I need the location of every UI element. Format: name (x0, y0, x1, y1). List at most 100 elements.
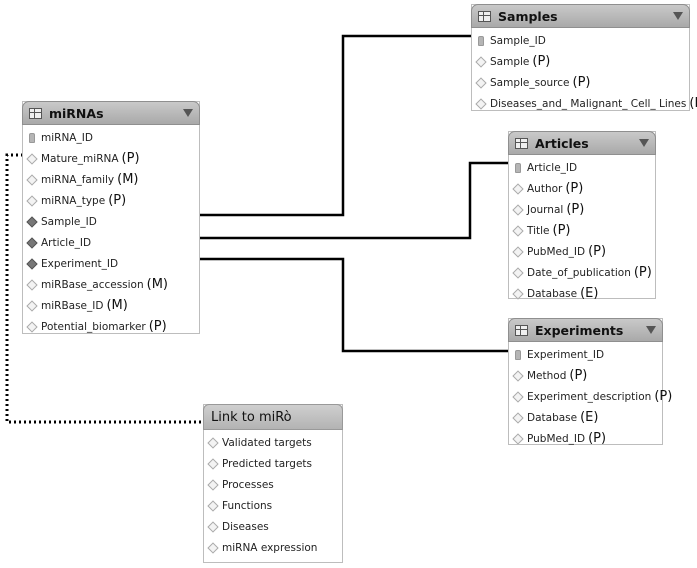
field-row[interactable]: Date_of_publication(P) (509, 262, 655, 283)
table-icon (478, 10, 491, 22)
field-tag: (M) (117, 172, 139, 187)
field-name: Processes (222, 478, 274, 491)
collapse-triangle-icon[interactable] (639, 139, 649, 147)
column-icon (475, 97, 487, 110)
field-tag: (P) (654, 389, 673, 404)
column-icon (26, 320, 38, 333)
column-icon (207, 436, 219, 449)
field-row[interactable]: Article_ID (23, 232, 199, 253)
column-icon (512, 203, 524, 216)
field-name: Article_ID (41, 236, 92, 249)
field-tag: (P) (148, 319, 167, 334)
field-tag: (P) (532, 54, 551, 69)
field-name: Article_ID (527, 161, 578, 174)
field-row[interactable]: Functions (204, 495, 342, 516)
collapse-triangle-icon[interactable] (646, 326, 656, 334)
field-row[interactable]: Method(P) (509, 365, 662, 386)
field-row[interactable]: miRNA_type(P) (23, 190, 199, 211)
column-icon (475, 76, 487, 89)
column-icon (207, 478, 219, 491)
field-row[interactable]: Database(E) (509, 407, 662, 428)
field-row[interactable]: Sample_source(P) (472, 72, 689, 93)
field-name: Sample_ID (490, 34, 546, 47)
field-row[interactable]: PubMed_ID(P) (509, 428, 662, 449)
field-name: Experiment_ID (41, 257, 119, 270)
field-row[interactable]: miRBase_ID(M) (23, 295, 199, 316)
collapse-triangle-icon[interactable] (183, 109, 193, 117)
foreign-key-icon (26, 257, 38, 270)
field-name: Diseases (222, 520, 269, 533)
collapse-triangle-icon[interactable] (673, 12, 683, 20)
entity-title: Link to miRò (203, 404, 343, 430)
entity-title: Articles (535, 135, 589, 151)
field-name: Experiment_ID (527, 348, 605, 361)
column-icon (26, 278, 38, 291)
field-row[interactable]: Sample_ID (23, 211, 199, 232)
field-name: miRBase_accession (41, 278, 144, 291)
field-row[interactable]: Experiment_description(P) (509, 386, 672, 407)
field-row[interactable]: miRBase_accession(M) (23, 274, 199, 295)
entity-title: miRNAs (49, 105, 104, 121)
field-row[interactable]: miRNA expression (204, 537, 342, 558)
column-icon (475, 55, 487, 68)
field-row[interactable]: Predicted targets (204, 453, 342, 474)
field-tag: (M) (146, 277, 169, 292)
field-name: Author (527, 182, 563, 195)
entity-experiments[interactable]: Experiments Experiment_ID Method(P)Experi… (508, 318, 672, 446)
field-row[interactable]: Sample(P) (472, 51, 689, 72)
field-row[interactable]: miRNA_ID (23, 127, 199, 148)
foreign-key-icon (26, 236, 38, 249)
column-icon (512, 266, 524, 279)
field-tag: (P) (569, 368, 588, 383)
field-row[interactable]: miRNA_family(M) (23, 169, 199, 190)
field-list: Experiment_ID Method(P)Experiment_descrip… (509, 342, 672, 449)
entity-header[interactable]: Samples (471, 4, 690, 28)
field-name: Sample_ID (41, 215, 97, 228)
field-row[interactable]: PubMed_ID(P) (509, 241, 655, 262)
field-row[interactable]: Diseases_and_ Malignant_ Cell_ Lines(P) (472, 93, 697, 114)
field-row[interactable]: Mature_miRNA(P) (23, 148, 199, 169)
field-row[interactable]: Experiment_ID (23, 253, 199, 274)
column-icon (207, 499, 219, 512)
field-row[interactable]: Database(E) (509, 283, 655, 304)
field-list: Article_ID Author(P)Journal(P)Title(P)Pub… (509, 155, 655, 304)
field-tag: (P) (689, 96, 697, 111)
field-row[interactable]: Article_ID (509, 157, 655, 178)
entity-header[interactable]: miRNAs (22, 101, 200, 125)
field-name: Diseases_and_ Malignant_ Cell_ Lines (490, 97, 687, 110)
entity-header[interactable]: Experiments (508, 318, 663, 342)
field-row[interactable]: Diseases (204, 516, 342, 537)
table-icon (29, 107, 42, 119)
entity-title: Samples (498, 8, 558, 24)
field-row[interactable]: Validated targets (204, 432, 342, 453)
field-tag: (M) (106, 298, 128, 313)
field-name: Functions (222, 499, 273, 512)
primary-key-icon (513, 162, 523, 173)
field-row[interactable]: Author(P) (509, 178, 655, 199)
entity-title: Experiments (535, 322, 624, 338)
column-icon (512, 390, 524, 403)
field-row[interactable]: Sample_ID (472, 30, 689, 51)
field-tag: (P) (572, 75, 591, 90)
field-row[interactable]: Title(P) (509, 220, 655, 241)
field-row[interactable]: Journal(P) (509, 199, 655, 220)
field-row[interactable]: Experiment_ID (509, 344, 662, 365)
entity-header[interactable]: Articles (508, 131, 656, 155)
field-tag: (E) (580, 286, 599, 301)
field-name: miRBase_ID (41, 299, 104, 312)
relation-sample-line (89, 34, 472, 217)
field-row[interactable]: Potential_biomarker(P) (23, 316, 199, 337)
field-row[interactable]: Processes (204, 474, 342, 495)
primary-key-icon (513, 349, 523, 360)
column-icon (207, 457, 219, 470)
field-tag: (E) (580, 410, 599, 425)
field-name: Journal (527, 203, 564, 216)
field-name: Sample (490, 55, 530, 68)
field-name: Potential_biomarker (41, 320, 146, 333)
field-name: Title (527, 224, 550, 237)
